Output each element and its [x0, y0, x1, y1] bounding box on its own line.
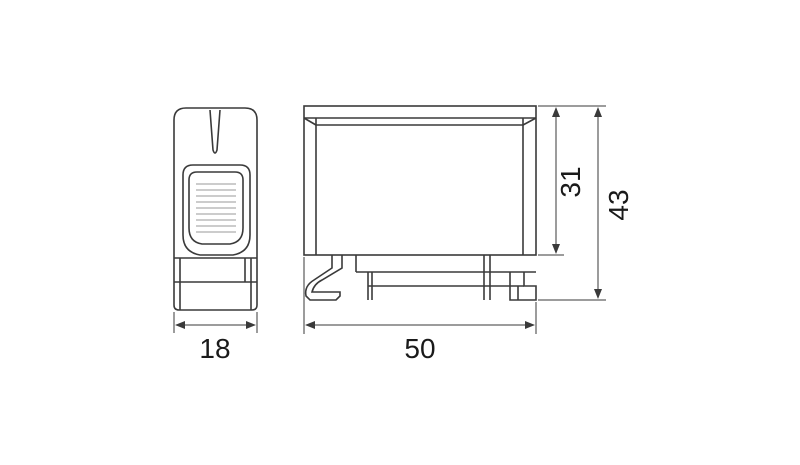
front-width-label: 50	[404, 333, 435, 364]
front-bevel-right	[522, 117, 537, 126]
front-bevel-left	[303, 117, 317, 126]
side-view-clamp-window	[182, 164, 251, 256]
front-width-dimension	[303, 257, 537, 334]
front-view-outline	[303, 105, 537, 256]
total-height-label: 43	[603, 189, 634, 220]
side-view-slot	[209, 109, 221, 154]
side-width-label: 18	[199, 333, 230, 364]
side-view-clamp-screw	[188, 171, 244, 245]
front-view	[303, 105, 537, 301]
screw-thread-hatch	[196, 183, 236, 233]
total-height-dimension	[538, 105, 606, 301]
side-view	[173, 107, 258, 311]
right-clip	[509, 272, 537, 301]
side-view-outline	[173, 107, 258, 311]
side-width-dimension	[173, 312, 258, 333]
left-clip-hook	[304, 255, 343, 301]
inner-height-label: 31	[555, 166, 586, 197]
